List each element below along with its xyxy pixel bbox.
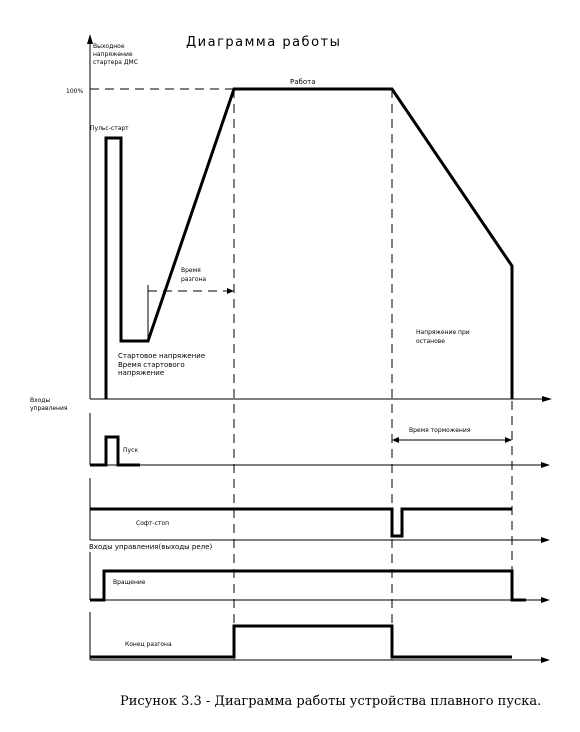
stop-voltage-label: Напряжение при останове	[416, 329, 472, 345]
ramp-end-axis-arrow	[541, 657, 550, 663]
full-voltage-label: 100%	[66, 88, 83, 95]
voltage-x-axis-arrow	[542, 396, 552, 402]
control-inputs-label: Входы управления	[30, 397, 68, 412]
relay-outputs-label: Входы управления(выходы реле)	[89, 543, 212, 551]
braking-time-arrow-right	[505, 437, 512, 443]
braking-time-label: Время торможения	[409, 427, 471, 434]
figure-caption: Рисунок 3.3 - Диаграмма работы устройств…	[120, 694, 542, 709]
start-signal-label: Пуск	[123, 447, 138, 454]
braking-time-arrow-left	[392, 437, 399, 443]
diagram-title: Диаграмма работы	[186, 35, 341, 50]
voltage-y-axis-arrow	[87, 34, 93, 44]
voltage-axis-label: Выходное напряжение стартера ДМС	[93, 43, 138, 66]
timing-diagram: Диаграмма работы Выходное напряжение ста…	[30, 34, 552, 663]
start-voltage-label: Стартовое напряжение Время стартового на…	[118, 352, 207, 377]
run-label: Работа	[290, 78, 315, 86]
soft-stop-signal	[90, 507, 512, 538]
start-signal-pulse	[90, 435, 140, 467]
running-signal-axis-arrow	[541, 597, 550, 603]
ramp-end-label: Конец разгона	[125, 641, 172, 648]
start-signal-axis-arrow	[541, 462, 550, 468]
running-label: Вращение	[113, 579, 146, 586]
soft-stop-axis-arrow	[541, 537, 550, 543]
ramp-time-label: Время разгона	[181, 267, 206, 283]
running-signal	[90, 569, 526, 602]
kick-start-label: Пульс-старт	[90, 125, 129, 132]
ramp-end-signal	[90, 624, 512, 659]
soft-stop-label: Софт-стоп	[136, 520, 169, 527]
ramp-time-arrow	[227, 288, 234, 294]
